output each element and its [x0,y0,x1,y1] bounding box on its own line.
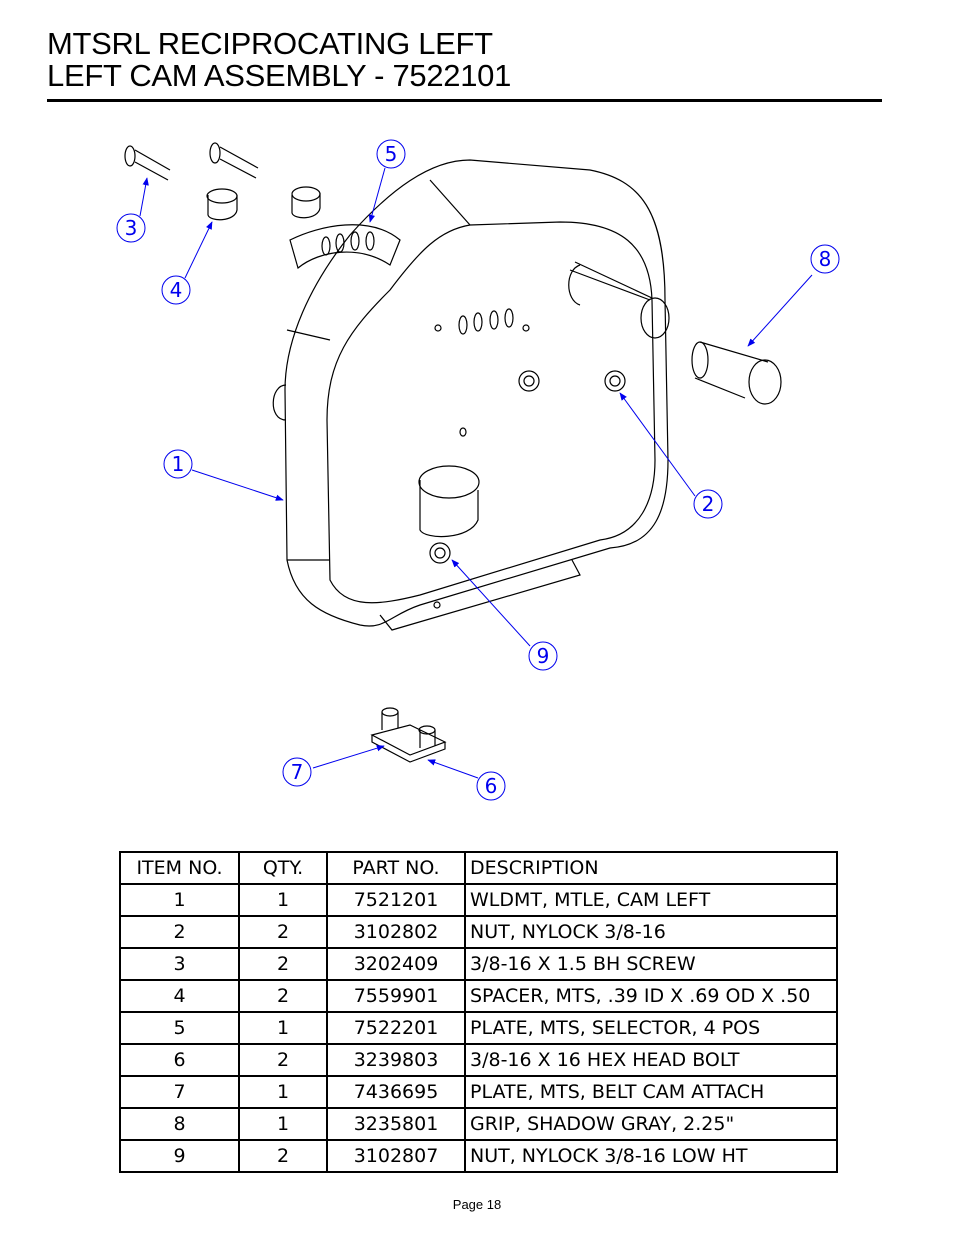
svg-text:3: 3 [125,216,138,240]
cell-item-no: 4 [119,979,240,1013]
svg-text:4: 4 [170,278,183,302]
header-part-no: PART NO. [326,851,466,885]
cell-item-no: 2 [119,915,240,949]
header-description: DESCRIPTION [464,851,838,885]
header-qty: QTY. [238,851,328,885]
svg-text:5: 5 [385,142,398,166]
callout-5: 5 [376,139,406,169]
cell-part-no: 7559901 [326,979,466,1013]
cell-part-no: 3102807 [326,1139,466,1173]
page-title: MTSRL RECIPROCATING LEFT LEFT CAM ASSEMB… [47,28,511,92]
cell-description: GRIP, SHADOW GRAY, 2.25" [464,1107,838,1141]
cell-description: PLATE, MTS, SELECTOR, 4 POS [464,1011,838,1045]
cell-qty: 1 [238,1011,328,1045]
svg-text:8: 8 [819,247,832,271]
cell-part-no: 3102802 [326,915,466,949]
loose-parts [124,142,782,763]
cell-qty: 1 [238,1075,328,1109]
cell-part-no: 7436695 [326,1075,466,1109]
header-item-no: ITEM NO. [119,851,240,885]
cam-housing [272,159,670,631]
cell-qty: 1 [238,1107,328,1141]
cell-part-no: 7522201 [326,1011,466,1045]
callout-balloons: 1 2 3 4 5 6 7 8 9 [116,139,840,801]
cell-qty: 2 [238,915,328,949]
cell-description: PLATE, MTS, BELT CAM ATTACH [464,1075,838,1109]
cell-qty: 2 [238,1139,328,1173]
cell-item-no: 7 [119,1075,240,1109]
title-line-2: LEFT CAM ASSEMBLY - 7522101 [47,58,512,93]
callout-8: 8 [810,244,840,274]
cell-part-no: 3239803 [326,1043,466,1077]
cell-qty: 1 [238,883,328,917]
callout-3: 3 [116,213,146,243]
callout-6: 6 [476,771,506,801]
bom-header-row: ITEM NO. QTY. PART NO. DESCRIPTION [119,851,838,885]
callout-1: 1 [163,449,193,479]
title-rule [47,99,882,102]
cell-part-no: 3235801 [326,1107,466,1141]
svg-text:9: 9 [537,644,550,668]
cell-description: NUT, NYLOCK 3/8-16 LOW HT [464,1139,838,1173]
cell-description: 3/8-16 X 16 HEX HEAD BOLT [464,1043,838,1077]
svg-text:1: 1 [172,452,185,476]
cell-description: 3/8-16 X 1.5 BH SCREW [464,947,838,981]
exploded-assembly-drawing: 1 2 3 4 5 6 7 8 9 [116,139,840,801]
page-number: Page 18 [452,1197,502,1212]
cell-item-no: 3 [119,947,240,981]
cell-qty: 2 [238,1043,328,1077]
svg-text:2: 2 [702,492,715,516]
cell-description: NUT, NYLOCK 3/8-16 [464,915,838,949]
leader-lines [139,167,813,779]
cell-item-no: 9 [119,1139,240,1173]
callout-4: 4 [161,275,191,305]
cell-part-no: 7521201 [326,883,466,917]
cell-qty: 2 [238,979,328,1013]
cell-description: SPACER, MTS, .39 ID X .69 OD X .50 [464,979,838,1013]
svg-text:7: 7 [291,760,304,784]
callout-9: 9 [528,641,558,671]
cell-item-no: 5 [119,1011,240,1045]
cell-part-no: 3202409 [326,947,466,981]
svg-text:6: 6 [485,774,498,798]
title-line-1: MTSRL RECIPROCATING LEFT [47,26,493,61]
cell-item-no: 6 [119,1043,240,1077]
cell-qty: 2 [238,947,328,981]
callout-7: 7 [282,757,312,787]
cell-item-no: 8 [119,1107,240,1141]
callout-2: 2 [693,489,723,519]
cell-description: WLDMT, MTLE, CAM LEFT [464,883,838,917]
cell-item-no: 1 [119,883,240,917]
